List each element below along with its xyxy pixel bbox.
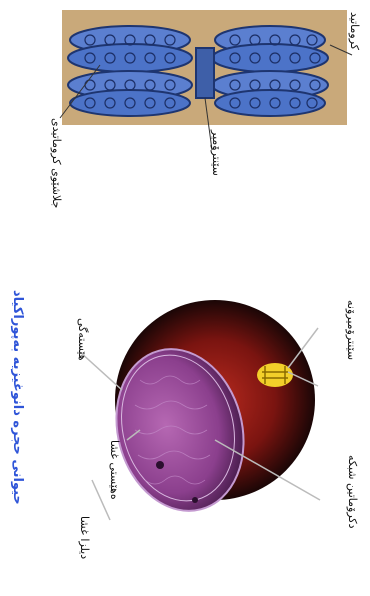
label-membrane-in: ەهێستی غشا xyxy=(108,440,120,500)
nucleolus-spot xyxy=(156,461,164,469)
chromatid-band xyxy=(70,90,190,116)
label-membrane-out: دیلزا غشا xyxy=(78,516,90,559)
figure-caption: حیوانی حجره دانوغیزیه بەپوراکیاد xyxy=(10,290,25,505)
label-chromatin-network: دکرۆماتین شبکه xyxy=(346,455,358,529)
centriole-blob xyxy=(257,363,293,387)
chromosome-figure xyxy=(60,10,352,150)
label-centromere-mid: سێنترۆمیرۆنە xyxy=(345,300,357,360)
chromatid-band xyxy=(68,44,192,72)
label-nucleolus: هێستەگی xyxy=(76,318,88,361)
centromere xyxy=(196,48,214,98)
label-chromatid: کروماتید xyxy=(348,12,360,50)
label-sister-chromatid: جلاشێوی کروماتیدی xyxy=(50,118,62,208)
nucleolus-spot xyxy=(192,497,198,503)
label-centromere: سێنترۆمیر xyxy=(210,130,222,176)
